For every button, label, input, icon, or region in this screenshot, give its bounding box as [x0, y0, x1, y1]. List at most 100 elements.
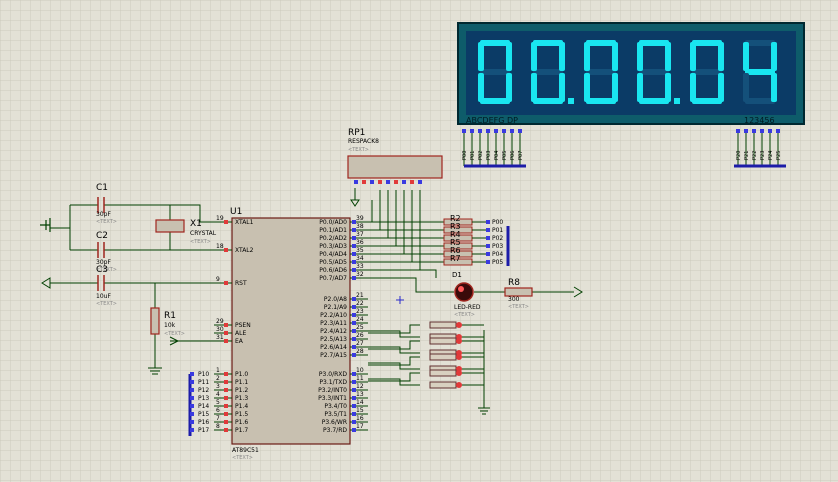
svg-text:34: 34	[356, 255, 364, 262]
svg-text:P0.1/AD1: P0.1/AD1	[319, 227, 347, 234]
pin-marker	[752, 129, 756, 133]
digit-6	[743, 40, 777, 104]
pin-label: P05	[502, 151, 508, 160]
segment-d	[745, 98, 775, 104]
p1-net-marker	[190, 428, 194, 432]
push-button-3[interactable]	[368, 353, 484, 373]
push-button-4[interactable]	[368, 369, 484, 389]
segment-g	[745, 69, 775, 75]
segment-b	[665, 42, 671, 71]
c3-text: <TEXT>	[96, 301, 117, 307]
segment-f	[584, 42, 590, 71]
rp1-ref: RP1	[348, 128, 365, 138]
pin-marker	[510, 129, 514, 133]
rp1-text: <TEXT>	[348, 147, 369, 153]
resistor-pack-rp1[interactable]: RP1 RESPACK8 <TEXT>	[347, 128, 443, 207]
c1-ref: C1	[96, 183, 108, 193]
resistor-r8[interactable]: R8 300 <TEXT>	[504, 278, 533, 310]
svg-text:P04: P04	[492, 251, 503, 258]
pin-label: P22	[752, 151, 758, 160]
svg-text:22: 22	[356, 300, 364, 307]
c3-ref: C3	[96, 265, 108, 275]
svg-text:28: 28	[356, 348, 364, 355]
svg-text:P1.1: P1.1	[235, 379, 248, 386]
pin-marker	[744, 129, 748, 133]
svg-text:P0.5/AD5: P0.5/AD5	[319, 259, 347, 266]
switch-bank[interactable]	[368, 321, 484, 389]
segment-e	[531, 73, 537, 102]
svg-text:R5: R5	[450, 238, 461, 247]
svg-text:P1.4: P1.4	[235, 403, 248, 410]
u1-text: <TEXT>	[232, 455, 253, 461]
oscillator-circuit[interactable]: C1 30pF <TEXT> C2 30pF <TEXT> X1 CRYSTAL…	[40, 183, 232, 273]
svg-text:P0.2/AD2: P0.2/AD2	[319, 235, 347, 242]
svg-text:P1.0: P1.0	[235, 371, 248, 378]
svg-text:R7: R7	[450, 254, 461, 263]
svg-text:R4: R4	[450, 230, 461, 239]
segment-d	[586, 98, 616, 104]
push-button-1[interactable]	[368, 321, 484, 341]
c2-value: 30pF	[96, 259, 111, 266]
led-d1[interactable]: D1 LED-RED <TEXT>	[452, 271, 481, 318]
svg-text:13: 13	[356, 391, 364, 398]
mcu-pin-p1.5: 6P1.5	[214, 407, 248, 418]
svg-text:P01: P01	[492, 227, 503, 234]
push-button-2[interactable]	[368, 337, 484, 357]
pin-label: P00	[462, 151, 468, 160]
pin-marker	[518, 129, 522, 133]
x1-text: <TEXT>	[190, 239, 211, 245]
svg-text:36: 36	[356, 239, 364, 246]
svg-text:P0.4/AD4: P0.4/AD4	[319, 251, 347, 258]
segment-c	[718, 73, 724, 102]
svg-text:31: 31	[216, 334, 224, 341]
segment-d	[480, 98, 510, 104]
segment-b	[718, 42, 724, 71]
svg-text:11: 11	[356, 375, 364, 382]
p1-net-label: P12	[198, 387, 209, 394]
svg-text:P1.3: P1.3	[235, 395, 248, 402]
led-symbol	[454, 282, 474, 302]
segment-c	[506, 73, 512, 102]
segment-b	[506, 42, 512, 71]
r8-ref: R8	[508, 278, 520, 288]
svg-text:P2.5/A13: P2.5/A13	[320, 336, 347, 343]
mcu-at89c51[interactable]: U1 AT89C51 <TEXT> 19XTAL118XTAL29RST29PS…	[214, 207, 368, 461]
svg-text:38: 38	[356, 223, 364, 230]
rp1-pin	[386, 180, 390, 184]
segment-e	[584, 73, 590, 102]
svg-text:7: 7	[216, 415, 220, 422]
mcu-pin-p1.1: 2P1.1	[214, 375, 248, 386]
segment-c	[612, 73, 618, 102]
svg-text:P1.5: P1.5	[235, 411, 248, 418]
svg-text:19: 19	[216, 215, 224, 222]
r8-symbol	[504, 287, 533, 297]
svg-text:23: 23	[356, 308, 364, 315]
p1-net-label: P16	[198, 419, 209, 426]
segment-a	[533, 40, 563, 46]
svg-text:P3.2/INT0: P3.2/INT0	[318, 387, 347, 394]
segment-c	[771, 73, 777, 102]
pin-marker	[776, 129, 780, 133]
segment-e	[478, 73, 484, 102]
pin-label: P24	[768, 151, 774, 160]
rp1-supply-arrow	[350, 188, 360, 207]
